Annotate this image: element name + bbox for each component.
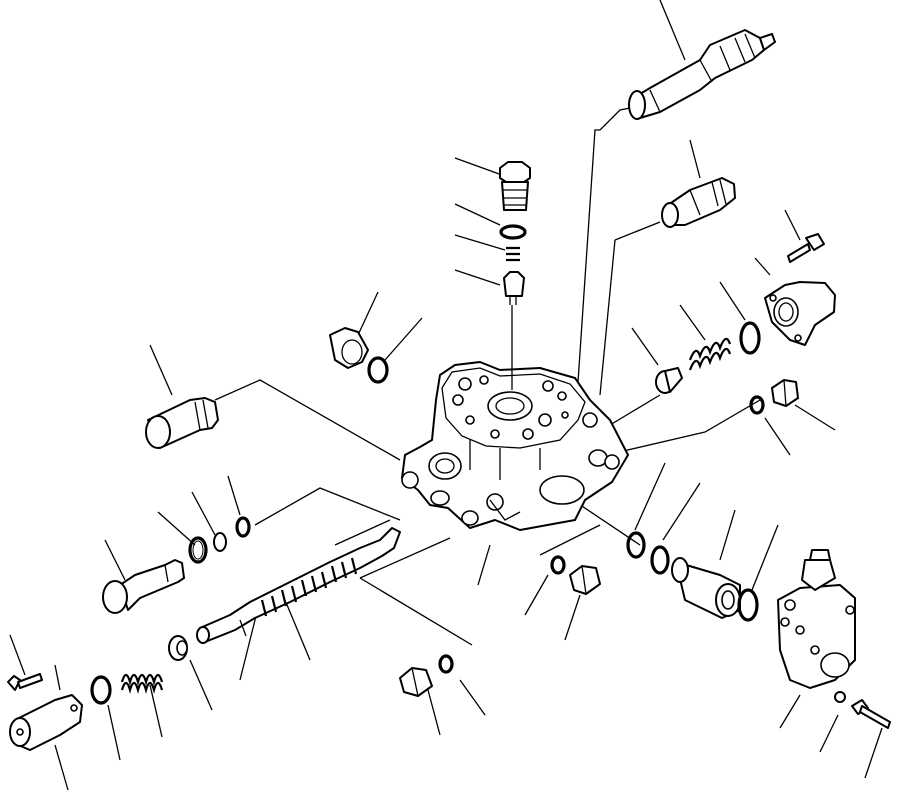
o-ring-left-3 [90,675,112,705]
bushing-left [168,635,188,661]
o-ring-left-1 [188,536,208,564]
o-ring-right-2 [749,395,765,415]
left-shaft-plug [102,559,185,614]
plug-center-2 [399,667,433,697]
spool [196,527,401,644]
plug-right-small [771,379,799,407]
cover-left [9,694,83,751]
spring-left [120,673,164,695]
o-ring-center-1 [550,555,566,575]
o-ring-center-2 [438,654,454,674]
spring-top [506,246,520,262]
bolt-left [7,673,43,691]
valve-body [401,361,629,531]
o-ring-top-1 [499,224,527,240]
relief-valve-top [628,29,776,120]
washer-left [213,532,227,552]
retainer-right [655,367,683,394]
o-ring-upper-left [367,356,389,384]
o-ring-right-1 [739,321,761,355]
o-ring-bottom-2 [650,545,670,575]
plug-top-right [661,177,736,228]
plug-upper-left [329,327,369,369]
o-ring-left-1-inner [192,540,204,560]
washer-bottom-right [834,691,846,703]
poppet-top [503,271,525,305]
spring-right [688,337,732,371]
housing-bottom-right [777,549,856,689]
bolt-bottom-right [851,699,891,729]
o-ring-bottom-1 [626,531,646,559]
left-plug-large [145,397,219,449]
plug-center-1 [569,565,601,595]
o-ring-left-2 [235,516,251,538]
o-ring-bottom-3 [737,588,759,622]
cover-right [764,281,836,346]
bolt-top-right [787,233,825,263]
plug-top [499,161,531,211]
leader-lines [9,0,883,791]
sleeve-bottom [671,557,741,619]
